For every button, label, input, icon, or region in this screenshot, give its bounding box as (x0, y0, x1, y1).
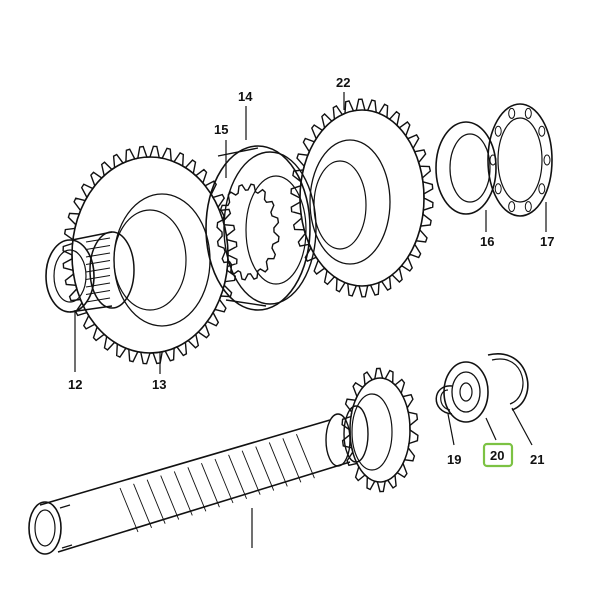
needle-roller (85, 282, 111, 288)
shaft-spline (146, 479, 166, 524)
callout-15: 15 (214, 122, 228, 137)
leader-lines (74, 92, 547, 548)
needle-roller (85, 267, 111, 273)
bearing-ball (494, 125, 502, 137)
shaft-spline (255, 446, 275, 491)
race-ring-16 (435, 121, 497, 215)
shaft-spline (241, 450, 261, 495)
bearing-ball (508, 201, 516, 213)
bearing-ball (524, 201, 532, 213)
bearing-ball (538, 125, 546, 137)
needle-bearing-12 (45, 231, 135, 313)
shaft-spline (282, 438, 302, 483)
synchro-assembly-14-15 (205, 145, 317, 311)
shaft-spline (173, 471, 193, 516)
gear-22 (290, 98, 434, 298)
needle-roller (85, 245, 111, 250)
needle-roller (85, 252, 111, 258)
small-bearing-20 (443, 361, 489, 423)
needle-roller (85, 275, 111, 280)
needle-roller (85, 290, 111, 295)
shaft-spline (187, 467, 207, 512)
needle-roller (85, 297, 111, 303)
callout-22: 22 (336, 75, 350, 90)
shaft-spline (214, 458, 234, 504)
shaft-spline (296, 433, 315, 479)
callout-12: 12 (68, 377, 82, 392)
shaft-spline (201, 462, 220, 508)
shaft-spline (268, 442, 288, 487)
bearing-ball (508, 107, 516, 119)
bearing-ball (494, 183, 502, 195)
shaft-spline (228, 454, 247, 500)
callout-13: 13 (152, 377, 166, 392)
shaft-spline (119, 487, 139, 533)
shaft-spline (133, 483, 152, 529)
needle-roller (85, 260, 111, 265)
callout-20-highlight (482, 442, 514, 468)
bearing-ball (489, 154, 497, 166)
bearing-ball (524, 107, 532, 119)
gear-13 (62, 145, 238, 365)
needle-roller (85, 237, 111, 243)
shaft-spline (160, 475, 180, 520)
callout-20: 20 (490, 448, 504, 463)
snap-ring-21 (487, 352, 529, 411)
callout-21: 21 (530, 452, 544, 467)
hub-teeth-outline (216, 183, 280, 281)
bearing-ball (538, 183, 546, 195)
main-shaft (28, 405, 369, 555)
callout-labels: 12 13 14 15 16 17 19 20 21 22 (68, 75, 554, 468)
bearing-ball (543, 154, 551, 166)
pinion-teeth-outline (341, 367, 419, 493)
shaft-pinion-gear (341, 367, 419, 493)
callout-14: 14 (238, 89, 253, 104)
ball-bearing-17 (487, 103, 553, 217)
callout-19: 19 (447, 452, 461, 467)
callout-16: 16 (480, 234, 494, 249)
callout-17: 17 (540, 234, 554, 249)
